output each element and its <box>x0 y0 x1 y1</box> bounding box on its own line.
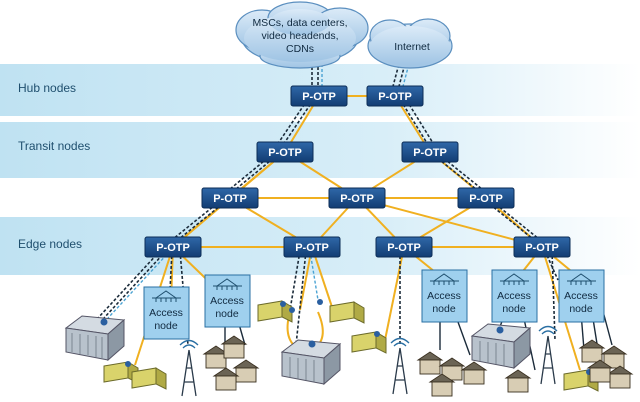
p-otp-node-edge-2: P-OTP <box>283 236 341 258</box>
p-otp-node-hub-1: P-OTP <box>290 85 348 107</box>
office-building-icon <box>470 323 532 370</box>
p-otp-node-edge-3: P-OTP <box>375 236 433 258</box>
access-node-label-line-2: node <box>215 308 239 320</box>
p-otp-node-mid-1: P-OTP <box>201 187 259 209</box>
ont-box-icon <box>103 300 599 392</box>
access-node-label-line-2: node <box>154 320 178 332</box>
cloud-internet: Internet <box>367 18 453 69</box>
cloud-datacenters-line-2: video headends, <box>261 30 338 42</box>
p-otp-node-transit-1: P-OTP <box>256 141 314 163</box>
tier-label-transit: Transit nodes <box>18 139 90 153</box>
p-otp-node-edge-4: P-OTP <box>513 236 571 258</box>
antenna-icon <box>500 273 529 285</box>
access-node-label-line-2: node <box>502 303 526 315</box>
access-node-2: Access node <box>204 274 251 328</box>
p-otp-node-mid-3: P-OTP <box>457 187 515 209</box>
access-node-1: Access node <box>143 286 190 340</box>
transit-band <box>0 122 640 178</box>
p-otp-label: P-OTP <box>469 193 503 205</box>
link-endpoint-dots <box>125 299 592 375</box>
access-node-label-line-1: Access <box>427 290 461 302</box>
p-otp-node-mid-2: P-OTP <box>328 187 386 209</box>
p-otp-label: P-OTP <box>302 91 336 103</box>
p-otp-label: P-OTP <box>413 147 447 159</box>
p-otp-node-transit-2: P-OTP <box>401 141 459 163</box>
cloud-datacenters: MSCs, data centers, video headends, CDNs <box>235 1 369 69</box>
p-otp-label: P-OTP <box>378 91 412 103</box>
cell-tower-icon <box>179 339 199 397</box>
office-building-icon <box>280 339 342 386</box>
antenna-icon <box>213 278 242 290</box>
tier-label-edge: Edge nodes <box>18 237 82 251</box>
p-otp-label: P-OTP <box>525 242 559 254</box>
p-otp-label: P-OTP <box>268 147 302 159</box>
access-node-label-line-2: node <box>569 303 593 315</box>
p-otp-node-edge-1: P-OTP <box>144 236 202 258</box>
house-icon <box>202 335 260 391</box>
tier-label-hub: Hub nodes <box>18 81 76 95</box>
access-node-label-line-1: Access <box>210 295 244 307</box>
p-otp-label: P-OTP <box>387 242 421 254</box>
antenna-icon <box>567 273 596 285</box>
p-otp-node-hub-2: P-OTP <box>366 85 424 107</box>
access-node-3: Access node <box>421 269 468 323</box>
house-icon <box>578 339 634 389</box>
p-otp-label: P-OTP <box>340 193 374 205</box>
antenna-icon <box>152 290 181 302</box>
house-icon <box>416 351 532 397</box>
access-node-label-line-1: Access <box>497 290 531 302</box>
p-otp-label: P-OTP <box>156 242 190 254</box>
cloud-internet-label: Internet <box>394 41 430 53</box>
cell-tower-icon <box>538 325 558 385</box>
access-node-label-line-1: Access <box>149 307 183 319</box>
access-node-label-line-2: node <box>432 303 456 315</box>
access-node-4: Access node <box>491 269 538 323</box>
office-building-icon <box>64 315 126 362</box>
p-otp-label: P-OTP <box>213 193 247 205</box>
cell-tower-icon <box>390 337 410 395</box>
access-node-label-line-1: Access <box>564 290 598 302</box>
cloud-datacenters-line-3: CDNs <box>286 43 314 55</box>
access-node-5: Access node <box>558 269 605 323</box>
cloud-datacenters-line-1: MSCs, data centers, <box>252 17 347 29</box>
p-otp-label: P-OTP <box>295 242 329 254</box>
antenna-icon <box>430 273 459 285</box>
